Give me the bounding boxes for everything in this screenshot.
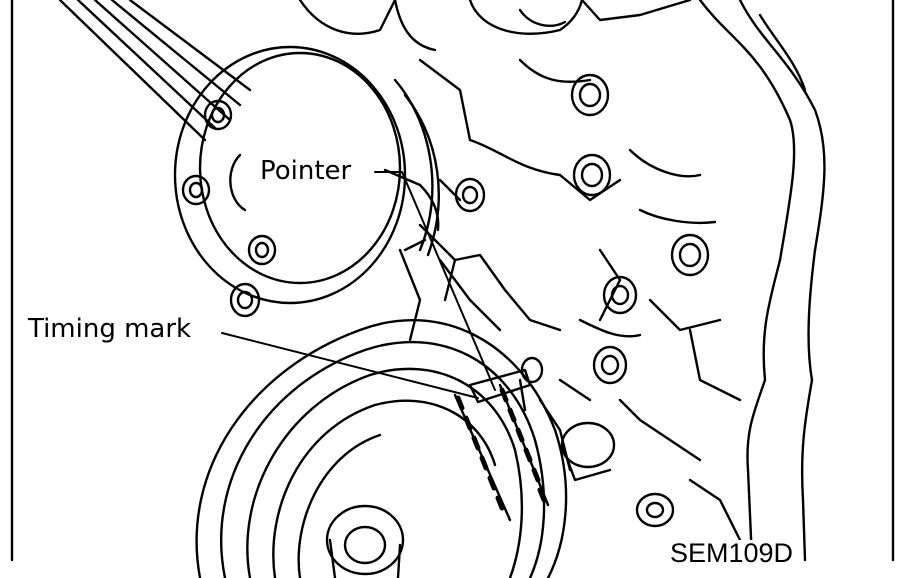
timing-scale-marks — [455, 387, 547, 511]
frame-lines — [10, 0, 895, 562]
water-pump-pulley — [173, 45, 440, 305]
drive-belt — [58, 0, 252, 142]
timing-mark-label: Timing mark — [26, 314, 194, 344]
engine-block — [298, 0, 826, 562]
crankshaft-pulley — [195, 318, 568, 578]
pointer-label: Pointer — [258, 156, 354, 186]
block-bolts — [229, 73, 710, 528]
leader-lines — [221, 171, 496, 399]
figure-code-label: SEM109D — [668, 538, 796, 568]
